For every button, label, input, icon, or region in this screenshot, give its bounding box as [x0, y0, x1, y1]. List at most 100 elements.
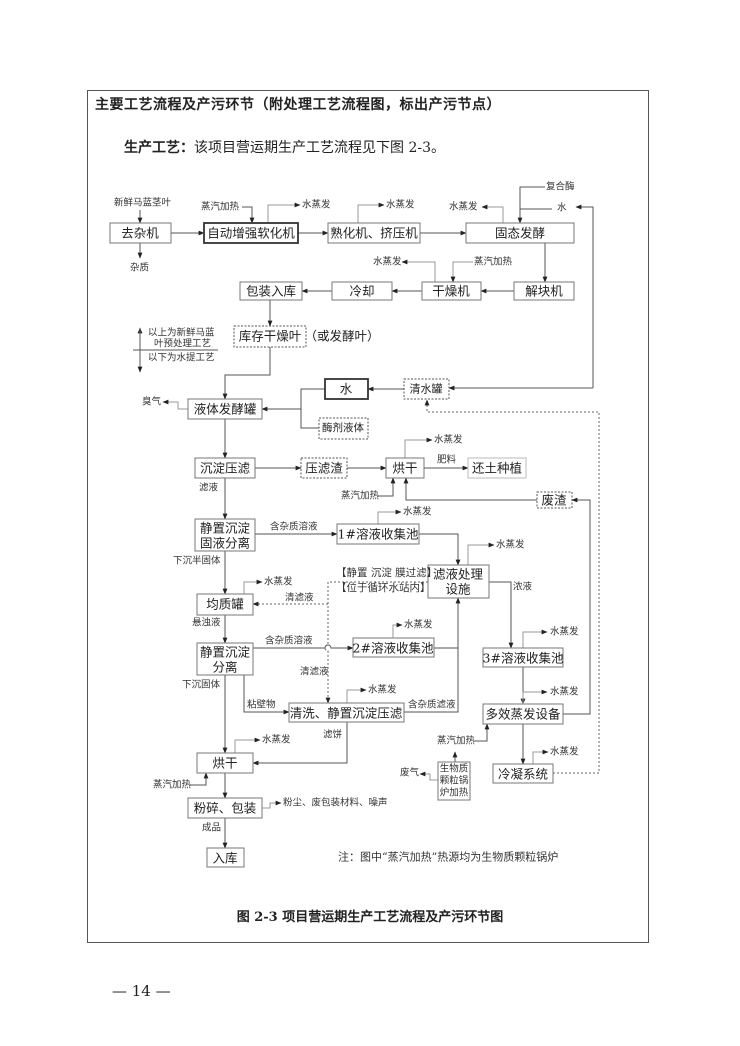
- figure-note: 注：图中“蒸汽加热”热源均为生物质颗粒锅炉: [338, 850, 558, 864]
- svg-text:清水罐: 清水罐: [410, 383, 443, 396]
- node-huantu: 还土种植: [467, 457, 527, 479]
- node-yeti: 液体发酵罐: [187, 398, 263, 420]
- label-evap: 水蒸发: [368, 684, 397, 696]
- content-frame: [87, 90, 649, 943]
- node-baozhuang: 包装入库: [239, 281, 303, 301]
- connectors: [133, 186, 600, 849]
- svg-text:颗粒锅: 颗粒锅: [440, 775, 469, 787]
- label-evap: 水蒸发: [550, 686, 579, 698]
- svg-text:自动增强软化机: 自动增强软化机: [207, 226, 295, 241]
- svg-text:冷却: 冷却: [349, 284, 374, 299]
- label-semi-solid: 下沉半固体: [173, 555, 221, 567]
- node-feizha: 废渣: [536, 491, 573, 509]
- svg-text:炉加热: 炉加热: [440, 787, 469, 799]
- svg-text:静置沉淀: 静置沉淀: [200, 645, 251, 660]
- svg-text:冷凝系统: 冷凝系统: [498, 767, 548, 782]
- page-number: — 14 —: [112, 982, 171, 1000]
- node-shuhua: 熟化机、挤压机: [327, 222, 421, 244]
- svg-text:均质罐: 均质罐: [206, 597, 244, 612]
- node-fensui: 粉碎、包装: [187, 797, 263, 819]
- svg-text:固态发酵: 固态发酵: [495, 226, 545, 241]
- label-or-fermented: （或发酵叶）: [304, 329, 379, 344]
- node-pool2: 2#溶液收集池: [352, 637, 435, 658]
- node-duoxiao: 多效蒸发设备: [482, 703, 564, 725]
- flow-labels: 新鲜马蓝茎叶 杂质 蒸汽加热 水蒸发 水蒸发 水蒸发 复合酶 水 水蒸发 蒸汽加…: [114, 181, 579, 864]
- label-enzyme: 复合酶: [546, 181, 575, 193]
- node-gutai: 固态发酵: [465, 222, 575, 244]
- label-odor: 臭气: [142, 396, 162, 408]
- label-evap: 水蒸发: [264, 576, 293, 588]
- label-filtrate: 滤液: [199, 482, 219, 494]
- label-impurities: 杂质: [130, 262, 150, 274]
- node-pool1: 1#溶液收集池: [336, 523, 420, 545]
- node-ruanhua: 自动增强软化机: [203, 222, 299, 244]
- legend-above-2: 叶预处理工艺: [154, 338, 211, 350]
- svg-text:还土种植: 还土种植: [472, 461, 522, 476]
- label-impure-solution: 含杂质溶液: [270, 521, 318, 533]
- node-honggan2: 烘干: [196, 752, 254, 774]
- svg-text:生物质: 生物质: [440, 763, 469, 775]
- label-fresh-leaves: 新鲜马蓝茎叶: [114, 197, 172, 209]
- svg-text:2#溶液收集池: 2#溶液收集池: [353, 641, 434, 656]
- svg-text:粉碎、包装: 粉碎、包装: [194, 801, 257, 816]
- svg-text:1#溶液收集池: 1#溶液收集池: [338, 527, 419, 542]
- label-evap: 水蒸发: [386, 199, 415, 211]
- svg-text:沉淀压滤: 沉淀压滤: [200, 461, 251, 476]
- svg-text:酶剂液体: 酶剂液体: [322, 421, 364, 434]
- intro-text: 该项目营运期生产工艺流程见下图 2-3。: [194, 140, 445, 156]
- node-shui: 水: [324, 378, 369, 400]
- label-wall-matter: 粘壁物: [247, 699, 276, 711]
- label-clear-filtrate: 清滤液: [285, 592, 314, 604]
- label-exhaust: 废气: [400, 767, 420, 779]
- svg-text:多效蒸发设备: 多效蒸发设备: [485, 707, 561, 722]
- label-settled-solid: 下沉固体: [182, 679, 221, 691]
- label-membrane: 【静置 沉淀 膜过滤】: [336, 566, 437, 579]
- label-filter-cake: 滤饼: [323, 729, 343, 741]
- node-yalvzha: 压滤渣: [300, 457, 348, 479]
- svg-text:液体发酵罐: 液体发酵罐: [194, 402, 257, 417]
- svg-text:水: 水: [340, 382, 353, 397]
- label-evap: 水蒸发: [550, 626, 579, 638]
- legend-above-1: 以上为新鲜马蓝: [148, 327, 215, 339]
- label-steam: 蒸汽加热: [437, 735, 476, 747]
- label-evap: 水蒸发: [373, 256, 402, 268]
- node-ganzao: 干燥机: [421, 281, 482, 301]
- svg-text:入库: 入库: [212, 851, 237, 866]
- svg-text:清洗、静置沉淀压滤: 清洗、静置沉淀压滤: [290, 706, 403, 721]
- label-evap: 水蒸发: [449, 201, 478, 213]
- legend-below: 以下为水提工艺: [148, 352, 215, 364]
- node-qingshuiguan: 清水罐: [403, 378, 450, 400]
- label-steam: 蒸汽加热: [153, 779, 192, 791]
- svg-text:滤液处理: 滤液处理: [433, 567, 484, 582]
- svg-text:熟化机、挤压机: 熟化机、挤压机: [330, 226, 418, 241]
- label-evap: 水蒸发: [496, 539, 525, 551]
- label-steam: 蒸汽加热: [341, 490, 380, 502]
- svg-text:干燥机: 干燥机: [432, 284, 470, 299]
- node-pool3: 3#溶液收集池: [482, 647, 564, 668]
- svg-text:分离: 分离: [212, 660, 237, 675]
- node-quzaji: 去杂机: [109, 222, 172, 244]
- label-evap: 水蒸发: [434, 434, 463, 446]
- label-in-station: 【位于循环水站内】: [336, 581, 431, 594]
- section-header: 主要工艺流程及产污环节（附处理工艺流程图，标出产污节点）: [95, 97, 501, 113]
- svg-text:静置沉淀: 静置沉淀: [200, 521, 251, 536]
- label-water: 水: [557, 202, 567, 214]
- node-junzhi: 均质罐: [196, 593, 254, 616]
- label-concentrate: 浓液: [513, 581, 533, 593]
- node-qingxi: 清洗、静置沉淀压滤: [288, 702, 405, 723]
- svg-text:解块机: 解块机: [525, 284, 563, 299]
- svg-text:设施: 设施: [445, 582, 471, 597]
- svg-text:3#溶液收集池: 3#溶液收集池: [483, 651, 564, 666]
- node-honggan1: 烘干: [385, 457, 425, 479]
- label-fertilizer: 肥料: [437, 454, 457, 466]
- node-meiji: 酶剂液体: [318, 417, 369, 440]
- svg-text:去杂机: 去杂机: [121, 226, 159, 241]
- svg-text:烘干: 烘干: [212, 756, 237, 771]
- node-lengque: 冷却: [331, 281, 393, 301]
- svg-text:压滤渣: 压滤渣: [305, 461, 343, 476]
- label-dust: 粉尘、废包装材料、噪声: [283, 797, 388, 809]
